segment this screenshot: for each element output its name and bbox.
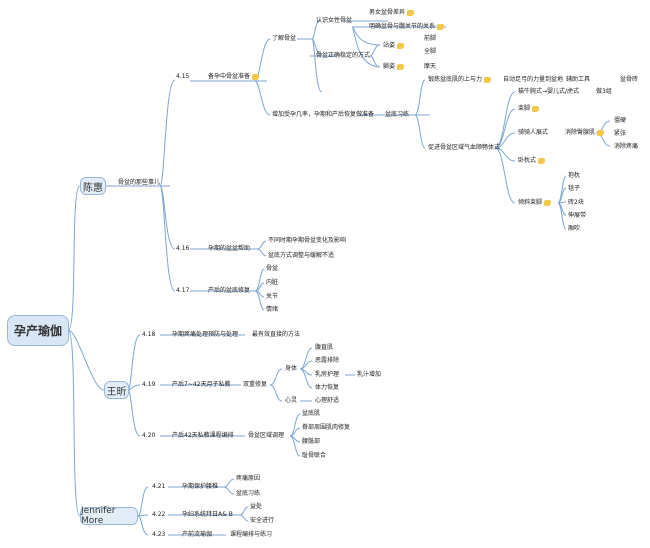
node-pregnant-help[interactable]: 孕期的盆盆帮助 (208, 245, 251, 252)
node-train-core[interactable]: 锻炼盆底肌的上与力 (428, 75, 492, 84)
node-pelvic-floor[interactable]: 盆底肌 (302, 410, 321, 417)
thumbs-up-icon (437, 23, 445, 30)
node-pain-cause[interactable]: 疼痛原因 (236, 475, 261, 482)
node-most-direct[interactable]: 最有效直接的方法 (252, 331, 301, 338)
thumbs-up-icon (544, 199, 552, 206)
node-habit-j[interactable]: 盆底习练 (236, 490, 261, 497)
node-remove[interactable]: 消除臀腺肌 (565, 128, 605, 137)
node-emotion[interactable]: 情绪 (266, 306, 279, 313)
thumbs-up-icon (397, 63, 405, 70)
node-blanket[interactable]: 厢吹 (568, 225, 581, 232)
thumbs-up-icon (407, 9, 415, 16)
thumbs-up-icon (597, 129, 605, 136)
node-pelvis[interactable]: 骨盆 (266, 265, 279, 272)
node-diff-stage[interactable]: 不同时期孕期骨盆变化及影响 (268, 237, 347, 244)
node-body[interactable]: 身体 (285, 365, 298, 372)
node-heart[interactable]: 心灵 (285, 397, 298, 404)
node-pelvic-brick[interactable]: 盆骨砖 (620, 76, 639, 83)
date-422[interactable]: 4.22 (152, 511, 166, 518)
node-pain[interactable]: 消除疼痛 (614, 143, 639, 150)
node-tail3[interactable]: 做3组 (596, 88, 612, 95)
thumbs-up-icon (484, 76, 492, 83)
date-415[interactable]: 4.15 (176, 73, 190, 80)
node-aux-tool[interactable]: 辅助工具 (566, 76, 591, 83)
node-cushion[interactable]: 毯子 (568, 185, 581, 192)
node-protect-waist[interactable]: 孕期保护腰椎 (182, 483, 219, 490)
node-safe[interactable]: 安全进行 (250, 517, 275, 524)
node-front-foot[interactable]: 前脚 (424, 35, 437, 42)
node-abs[interactable]: 腹直肌 (315, 344, 334, 351)
node-milk[interactable]: 乳汁增加 (357, 371, 382, 378)
node-pregnancy-ab[interactable]: 孕妇系统拜日A& B (182, 511, 233, 518)
date-416[interactable]: 4.16 (176, 245, 190, 252)
node-d19-label[interactable]: 产后7~42天月子私教 (172, 381, 231, 388)
node-back-day[interactable]: 摩天 (424, 63, 437, 70)
node-cat[interactable]: 猫牛腕式→婴儿式/虎式 (518, 88, 580, 95)
node-prep[interactable]: 备孕中骨盆准备 (208, 72, 260, 81)
node-hard[interactable]: 僵硬 (614, 117, 627, 124)
date-419[interactable]: 4.19 (142, 381, 156, 388)
node-waist[interactable]: 腰骶部 (302, 438, 321, 445)
node-habit[interactable]: 盆底习练 (385, 111, 410, 118)
thumbs-up-icon (532, 105, 540, 112)
node-correct-way[interactable]: 骨盆正确稳定的方式 (316, 52, 371, 59)
node-pubic[interactable]: 耻骨联合 (302, 452, 327, 459)
node-method-adjust[interactable]: 盆底方式调整与缓解不适 (268, 252, 335, 259)
node-breast[interactable]: 乳房护理 (315, 371, 340, 378)
root-node[interactable]: 孕产瑜伽 (7, 315, 69, 346)
branch-wang[interactable]: 王昕 (104, 381, 129, 399)
node-mild-cond[interactable]: 孕期疼痛处理预防与处理 (172, 331, 239, 338)
node-mind-relax[interactable]: 心理舒适 (315, 397, 340, 404)
node-course[interactable]: 课程编排与练习 (230, 531, 273, 538)
thumbs-up-icon (538, 157, 546, 164)
node-prop-front[interactable]: 倾斜束脚 (518, 198, 552, 207)
date-418[interactable]: 4.18 (142, 331, 156, 338)
date-421[interactable]: 4.21 (152, 483, 166, 490)
node-postpartum[interactable]: 产后的盆底修复 (208, 287, 251, 294)
topic-pelvis[interactable]: 骨盆的那些事儿 (118, 179, 161, 186)
node-joint[interactable]: 关节 (266, 293, 279, 300)
node-brick2[interactable]: 砖2块 (568, 199, 584, 206)
node-prenatal-flow[interactable]: 产前流瑜伽 (182, 531, 213, 538)
date-417[interactable]: 4.17 (176, 287, 190, 294)
node-lying[interactable]: 躺姿 (383, 62, 405, 71)
node-tablet[interactable]: 卧枕式 (518, 156, 546, 165)
date-423[interactable]: 4.23 (152, 531, 166, 538)
node-fitness[interactable]: 体力恢复 (315, 384, 340, 391)
thumbs-up-icon (252, 73, 260, 80)
node-dual-repair[interactable]: 双重修复 (243, 381, 268, 388)
date-420[interactable]: 4.20 (142, 432, 156, 439)
node-ride[interactable]: 骑骑人展式 (518, 129, 549, 136)
branch-jennifer[interactable]: Jennifer More (80, 506, 138, 526)
node-tight[interactable]: 紧张 (614, 130, 627, 137)
branch-chen[interactable]: 陈惠 (80, 177, 106, 195)
node-standing[interactable]: 站姿 (383, 41, 405, 50)
node-benefit[interactable]: 益处 (250, 503, 263, 510)
node-strap[interactable]: 伸展带 (568, 212, 587, 219)
node-d20-label[interactable]: 产后42天私教课程编排 (172, 432, 234, 439)
node-know-female[interactable]: 认识女性骨盆 (316, 17, 353, 24)
thumbs-up-icon (397, 42, 405, 49)
node-pillow[interactable]: 抱枕 (568, 172, 581, 179)
node-understand[interactable]: 了解骨盆 (272, 35, 297, 42)
node-viscera[interactable]: 内脏 (266, 279, 279, 286)
node-joint-rel[interactable]: 明确盆骨与髋关节的关系 (369, 22, 445, 31)
node-promote[interactable]: 促进骨盆区域气血顺畅体式 (428, 144, 501, 151)
node-abdom[interactable]: 脊部周围肌肉修复 (302, 424, 351, 431)
node-gender-diff[interactable]: 男女盆骨差异 (369, 8, 415, 17)
node-front[interactable]: 束脚 (518, 104, 540, 113)
node-pelvic-area[interactable]: 骨盆区域调理 (248, 432, 285, 439)
node-lochia[interactable]: 恶露排除 (315, 357, 340, 364)
node-full-foot[interactable]: 全脚 (424, 48, 437, 55)
node-increase[interactable]: 增加受孕几率，孕期和产后恢复做准备 (272, 111, 375, 118)
node-self-work[interactable]: 自动足弓的力量到盆地 (503, 76, 564, 83)
